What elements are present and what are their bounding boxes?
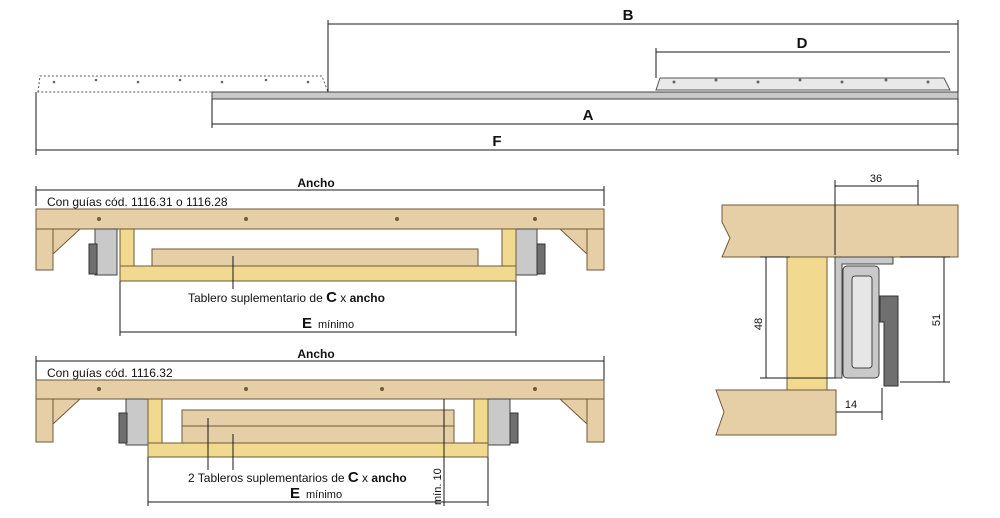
detail-countertop	[721, 204, 959, 258]
section-panel-1: Ancho Con guías cód. 1116.31 o 1116.28 T…	[35, 176, 605, 336]
drawer-bottom-2	[147, 442, 489, 458]
detail-drawer-side	[786, 256, 828, 391]
slide-holes	[672, 78, 930, 84]
label-51: 51	[931, 314, 943, 326]
slide-right-2	[487, 398, 511, 446]
tablero-text-1: Tablero suplementario de C x ancho	[188, 289, 385, 306]
detail-view: 36 48 51 14	[715, 173, 959, 436]
leg-left-1	[35, 228, 54, 271]
countertop-1-screws	[97, 217, 537, 221]
detail-bottom-board	[715, 389, 837, 436]
slide-left-2	[125, 398, 149, 446]
slide-right-1	[514, 228, 538, 276]
top-elevation: B D A F	[35, 7, 959, 155]
main-rail	[211, 91, 959, 100]
label-14: 14	[845, 399, 857, 411]
brace-left-1	[52, 228, 82, 256]
label-b: B	[623, 7, 634, 24]
label-d: D	[797, 35, 808, 52]
leg-right-1	[586, 228, 605, 271]
slide-lever-left-2	[118, 412, 128, 444]
label-ancho-1: Ancho	[297, 176, 334, 190]
extra-board-2a	[181, 409, 455, 427]
countertop-2-screws	[97, 387, 537, 391]
extended-slide-outline	[37, 75, 329, 93]
brace-left-2	[52, 398, 82, 426]
detail-lever	[879, 295, 899, 387]
label-48: 48	[753, 318, 765, 330]
label-a: A	[583, 107, 594, 124]
slide-left-1	[94, 228, 118, 276]
extra-board-2b	[181, 425, 455, 444]
extra-board-1	[151, 248, 479, 267]
countertop-1	[35, 208, 605, 230]
brace-right-2	[558, 398, 588, 426]
label-36: 36	[870, 173, 882, 185]
extended-holes	[52, 78, 310, 84]
brace-right-1	[558, 228, 588, 256]
slide-lever-left-1	[88, 243, 98, 275]
slide-lever-right-2	[509, 412, 519, 444]
guides-text-2: Con guías cód. 1116.32	[47, 366, 173, 380]
detail-slide-inner	[851, 275, 873, 369]
leg-right-2	[586, 398, 605, 443]
label-min10: mín. 10	[432, 468, 444, 505]
slide-lever-right-1	[536, 243, 546, 275]
leg-left-2	[35, 398, 54, 443]
label-f: F	[492, 133, 501, 150]
tablero-text-2: 2 Tableros suplementarios de C x ancho	[188, 469, 407, 486]
slide-section-d	[655, 77, 951, 91]
drawer-bottom-1	[119, 265, 517, 282]
countertop-2	[35, 379, 605, 400]
guides-text-1: Con guías cód. 1116.31 o 1116.28	[47, 195, 228, 209]
section-panel-2: Ancho Con guías cód. 1116.32 2 Tableros …	[35, 347, 605, 506]
label-ancho-2: Ancho	[297, 347, 334, 361]
